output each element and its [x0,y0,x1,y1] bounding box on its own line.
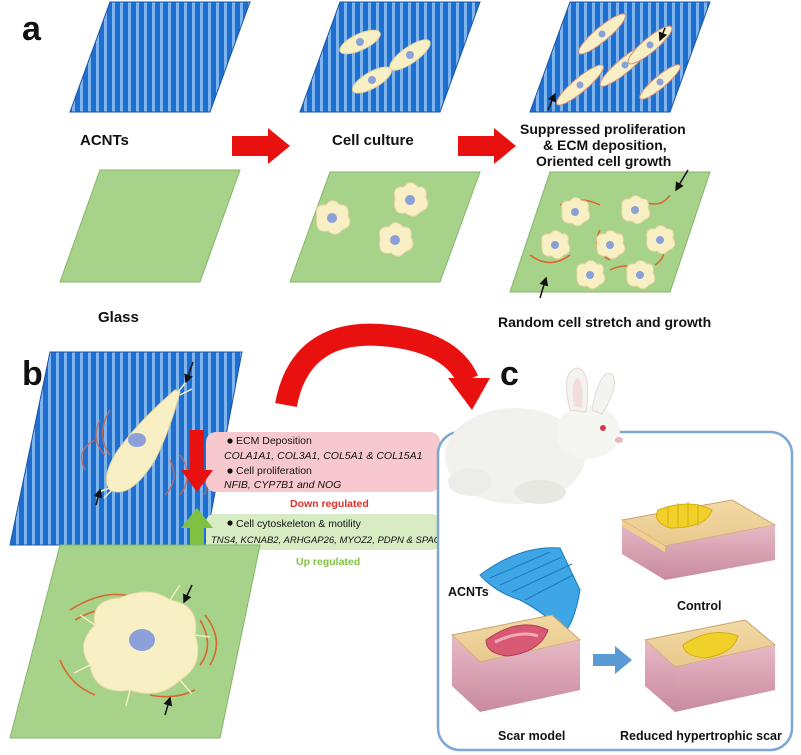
label-glass: Glass [98,309,139,326]
red-arrow-1 [232,128,290,164]
panel-letter-b: b [22,355,43,393]
cytoskeleton-genes: TNS4, KCNAB2, ARHGAP26, MYOZ2, PDPN & SP… [211,535,452,546]
red-arrow-2 [458,128,516,164]
up-arrow [181,508,213,552]
glass-sheet-single-cell [9,544,261,739]
panel-letter-c: c [500,355,519,393]
acnt-sheet-oriented-growth [529,1,711,113]
label-control: Control [677,599,721,613]
down-regulated-label: Down regulated [290,498,369,510]
label-suppressed-line2: & ECM deposition, [543,137,667,153]
label-suppressed-line1: Suppressed proliferation [520,121,686,137]
up-regulated-box: Cell cytoskeleton & motility TNS4, KCNAB… [206,514,452,550]
glass-sheet-plain [59,169,241,283]
panel-letter-a: a [22,10,42,48]
reduced-scar-skin-block [643,619,777,712]
scar-model-skin-block [450,614,582,712]
label-acnts-film: ACNTs [448,585,489,599]
cell-proliferation-genes: NFIB, CYP7B1 and NOG [224,479,341,491]
glass-sheet-with-cells [289,171,481,283]
control-skin-block [620,499,777,580]
down-regulated-box: ECM Deposition COLA1A1, COL3A1, COL5A1 &… [206,432,440,492]
label-acnts: ACNTs [80,132,129,149]
acnt-sheet-plain [69,1,251,113]
label-scar-model: Scar model [498,729,565,743]
rabbit-illustration [445,367,623,504]
label-cell-culture: Cell culture [332,132,414,149]
ecm-deposition-genes: COLA1A1, COL3A1, COL5A1 & COL15A1 [224,450,422,462]
ecm-deposition-title: ECM Deposition [236,435,312,447]
blue-transition-arrow [593,646,632,674]
acnt-sheet-with-cells [299,1,481,113]
up-regulated-label: Up regulated [296,556,360,568]
label-reduced-scar: Reduced hypertrophic scar [620,729,782,743]
label-suppressed-line3: Oriented cell growth [536,153,671,169]
down-arrow [181,430,213,492]
glass-sheet-random-growth [509,169,711,299]
cell-proliferation-title: Cell proliferation [236,465,312,477]
label-random-growth: Random cell stretch and growth [498,314,711,330]
cytoskeleton-title: Cell cytoskeleton & motility [236,518,362,530]
curved-red-arrow [275,323,490,410]
